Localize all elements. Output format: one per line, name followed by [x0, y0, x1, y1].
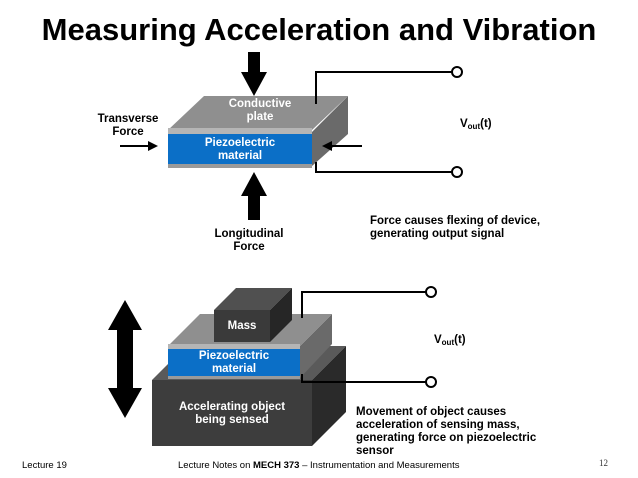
- mass-label: Mass: [227, 320, 257, 332]
- top-wire-upper: [315, 71, 456, 104]
- mass-side: [270, 288, 292, 342]
- footer-notes: Lecture Notes on MECH 373 – Instrumentat…: [178, 460, 459, 471]
- top-terminal-upper: [451, 66, 463, 78]
- accelerating-object-label: Accelerating object being sensed: [156, 401, 308, 427]
- mass-front: [214, 310, 270, 342]
- bottom-caption: Movement of object causes acceleration o…: [356, 406, 536, 458]
- top-vout-main: V: [460, 118, 468, 130]
- conductive-plate-top: [168, 96, 348, 130]
- bottom-piezo-side: [300, 314, 332, 378]
- top-piezo-label-line2: material: [217, 150, 263, 162]
- longitudinal-force-label: Longitudinal Force: [204, 228, 294, 254]
- transverse-force-label-line2: Force: [112, 126, 144, 138]
- top-piezo-front: [168, 134, 312, 166]
- bottom-caption-line4: sensor: [356, 445, 394, 457]
- bottom-caption-line3: generating force on piezoelectric: [356, 432, 537, 444]
- transverse-force-label-line1: Transverse: [97, 113, 159, 125]
- top-terminal-lower: [451, 166, 463, 178]
- footer-notes-prefix: Lecture Notes on: [178, 460, 253, 471]
- mass-top: [214, 288, 292, 310]
- top-piezo-label-line1: Piezoelectric: [204, 137, 276, 149]
- top-sensor: [120, 52, 463, 220]
- footer-course: MECH 373: [253, 460, 300, 471]
- bottom-caption-line1: Movement of object causes: [356, 406, 507, 418]
- bottom-vout-main: V: [434, 334, 442, 346]
- bottom-piezo-label-line1: Piezoelectric: [198, 350, 270, 362]
- transverse-force-label: Transverse Force: [88, 113, 168, 139]
- bottom-piezo-base: [168, 376, 300, 379]
- transverse-arrow-left-head: [148, 141, 158, 151]
- top-wire-lower: [315, 162, 456, 173]
- footer-notes-suffix: – Instrumentation and Measurements: [299, 460, 460, 471]
- object-side: [312, 346, 346, 446]
- longitudinal-force-label-line1: Longitudinal: [214, 228, 284, 240]
- page-number: 12: [599, 458, 608, 468]
- accelerating-object-label-line2: being sensed: [195, 414, 269, 426]
- top-caption-line1: Force causes flexing of device,: [370, 215, 541, 227]
- bottom-plate-front-strip: [168, 344, 300, 349]
- accelerating-object-label-line1: Accelerating object: [178, 401, 286, 413]
- bottom-sensor: [108, 286, 437, 446]
- top-caption: Force causes flexing of device, generati…: [370, 215, 540, 241]
- bottom-vout-sub: out: [441, 338, 455, 347]
- top-vout-sub: out: [467, 122, 481, 131]
- footer-lecture: Lecture 19: [22, 460, 67, 471]
- bottom-wire-upper: [301, 291, 430, 318]
- bottom-wire-lower: [301, 374, 430, 383]
- conductive-plate-front: [168, 128, 312, 134]
- longitudinal-arrow-down: [241, 52, 267, 96]
- top-vout-label: Vout(t): [460, 118, 492, 133]
- transverse-arrow-right-head: [322, 141, 332, 151]
- top-stack-side: [312, 96, 348, 166]
- conductive-plate-label: Conductive plate: [212, 98, 308, 124]
- longitudinal-arrow-up: [241, 172, 267, 220]
- bottom-piezo-label-line2: material: [211, 363, 257, 375]
- conductive-plate-label-line2: plate: [246, 111, 274, 123]
- top-piezo-label: Piezoelectric material: [180, 137, 300, 163]
- vibration-double-arrow: [108, 300, 142, 418]
- conductive-plate-label-line1: Conductive: [228, 98, 292, 110]
- top-caption-line2: generating output signal: [370, 228, 505, 240]
- object-front: [152, 380, 312, 446]
- bottom-vout-label: Vout(t): [434, 334, 466, 349]
- bottom-terminal-upper: [425, 286, 437, 298]
- bottom-plate-front: [168, 164, 312, 168]
- slide-title: Measuring Acceleration and Vibration: [41, 12, 597, 47]
- bottom-terminal-lower: [425, 376, 437, 388]
- bottom-piezo-label: Piezoelectric material: [172, 350, 296, 376]
- longitudinal-force-label-line2: Force: [233, 241, 265, 253]
- bottom-piezo-front: [168, 349, 300, 377]
- bottom-caption-line2: acceleration of sensing mass,: [356, 419, 520, 431]
- top-vout-arg: (t): [480, 118, 492, 130]
- bottom-vout-arg: (t): [454, 334, 466, 346]
